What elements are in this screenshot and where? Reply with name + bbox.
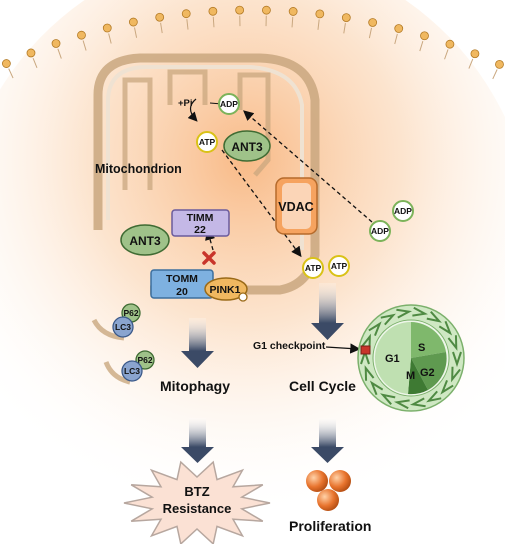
timm-number-label: 22: [194, 224, 206, 236]
btz-label: BTZ: [184, 484, 209, 499]
atp-label: ATP: [199, 137, 216, 147]
tomm-number-label: 20: [176, 286, 188, 298]
p62-label: P62: [137, 355, 152, 365]
tomm20-complex: TOMM 20: [150, 269, 214, 299]
arrow-to-mitophagy: [181, 318, 214, 368]
lc3-label: LC3: [115, 322, 131, 332]
phase-m-sector: [408, 358, 428, 395]
mitochondrion-label: Mitochondrion: [95, 162, 182, 176]
pink1-kinase: PINK1: [204, 277, 248, 302]
phase-m-label: M: [406, 370, 415, 382]
btz-resistance-burst: BTZ Resistance: [123, 460, 271, 544]
adp-label: ADP: [394, 206, 412, 216]
phase-s-label: S: [418, 342, 425, 354]
tomm-label: TOMM: [166, 273, 198, 285]
autophagy-receptor-1: P62 LC3: [91, 303, 141, 341]
proliferation-cells-icon: [306, 470, 351, 511]
adp-molecule-outer-2: ADP: [369, 220, 391, 242]
import-block-icon: [202, 251, 216, 265]
autophagy-receptor-2: P62 LC3: [103, 350, 155, 385]
atp-molecule-inner: ATP: [196, 131, 218, 153]
adp-label: ADP: [220, 99, 238, 109]
vdac-label: VDAC: [278, 200, 313, 214]
cell-membrane: [1, 5, 504, 80]
pi-synthesis-arrow: [187, 98, 198, 122]
timm-label: TIMM: [187, 212, 214, 224]
arrow-to-proliferation: [311, 418, 344, 463]
g1-checkpoint-marker: [360, 345, 371, 355]
atp-label: ATP: [305, 263, 322, 273]
ubiquitin-icon: [238, 292, 248, 302]
phase-s-sector: [411, 322, 446, 358]
arrow-to-cell-cycle: [311, 283, 344, 340]
atp-label: ATP: [331, 261, 348, 271]
ant3-label: ANT3: [231, 140, 263, 154]
resistance-label: Resistance: [163, 501, 232, 516]
cell-cycle-label: Cell Cycle: [289, 378, 356, 394]
cell-cycle-wheel: S G1 M G2: [357, 304, 465, 412]
proliferation-label: Proliferation: [289, 518, 371, 534]
atp-molecule-outer-2: ATP: [328, 255, 350, 277]
adp-label: ADP: [371, 226, 389, 236]
pi-label: +Pi: [178, 98, 193, 109]
g1-checkpoint-pointer: [325, 343, 361, 354]
lc3-label: LC3: [124, 366, 140, 376]
timm22-complex: TIMM 22: [171, 209, 230, 237]
mitophagy-label: Mitophagy: [160, 378, 230, 394]
ant3-label: ANT3: [129, 234, 161, 248]
ant3-transporter-top: ANT3: [223, 130, 271, 162]
vdac-channel: VDAC: [275, 177, 318, 235]
ant3-transporter-left: ANT3: [120, 224, 170, 256]
phase-g1-sector: [374, 321, 411, 394]
adp-molecule-inner: ADP: [218, 93, 240, 115]
atp-molecule-outer-1: ATP: [302, 257, 324, 279]
pink1-label: PINK1: [210, 284, 241, 296]
mitochondrion: [93, 53, 320, 295]
adp-import-arrow: [243, 110, 373, 223]
p62-label: P62: [123, 308, 138, 318]
g1-checkpoint-label: G1 checkpoint: [253, 340, 326, 352]
adp-molecule-outer-1: ADP: [392, 200, 414, 222]
phase-g2-label: G2: [420, 367, 435, 379]
arrow-to-btz: [181, 418, 214, 463]
phase-g1-label: G1: [385, 353, 400, 365]
atp-export-arrow: [221, 149, 302, 258]
phase-g2-sector: [411, 352, 447, 390]
cycle-ring-chevrons: [360, 306, 462, 410]
